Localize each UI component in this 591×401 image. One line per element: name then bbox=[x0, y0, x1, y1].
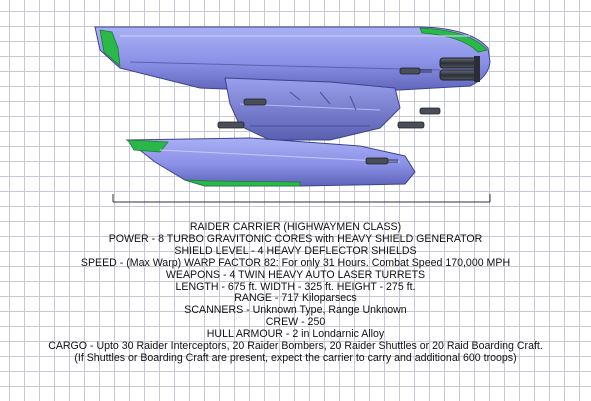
cargo-note: (If Shuttles or Boarding Craft are prese… bbox=[74, 351, 517, 364]
scale-bracket bbox=[112, 194, 491, 203]
laser-turret bbox=[243, 98, 441, 115]
weapons-spec: WEAPONS - 4 TWIN HEAVY AUTO LASER TURRET… bbox=[165, 268, 426, 281]
range-spec: RANGE - 717 Kiloparsecs bbox=[234, 292, 357, 305]
speed-spec: SPEED - (Max Warp) WARP FACTOR 82: For o… bbox=[80, 256, 511, 269]
main-engines bbox=[439, 56, 480, 82]
crew-spec: CREW - 250 bbox=[265, 316, 326, 329]
laser-turret bbox=[365, 157, 398, 165]
power-spec: POWER - 8 TURBO GRAVITONIC CORES with HE… bbox=[108, 232, 483, 245]
dimensions-spec: LENGTH - 675 ft. WIDTH - 325 ft. HEIGHT … bbox=[175, 280, 416, 293]
shield-spec: SHIELD LEVEL - 4 HEAVY DEFLECTOR SHIELDS bbox=[174, 244, 417, 257]
laser-turret bbox=[217, 121, 425, 129]
laser-turret bbox=[399, 67, 432, 75]
cargo-spec: CARGO - Upto 30 Raider Interceptors, 20 … bbox=[48, 340, 543, 353]
spec-sheet: RAIDER CARRIER (HIGHWAYMEN CLASS) POWER … bbox=[0, 221, 591, 365]
lower-hull bbox=[125, 137, 416, 187]
ship-title: RAIDER CARRIER (HIGHWAYMEN CLASS) bbox=[189, 221, 402, 233]
ship-illustration bbox=[94, 26, 491, 203]
central-keel bbox=[224, 77, 401, 141]
scanners-spec: SCANNERS - Unknown Type, Range Unknown bbox=[184, 304, 407, 317]
upper-hull bbox=[94, 26, 491, 93]
hull-armour-spec: HULL ARMOUR - 2 in Londarnic Alloy bbox=[206, 328, 385, 341]
